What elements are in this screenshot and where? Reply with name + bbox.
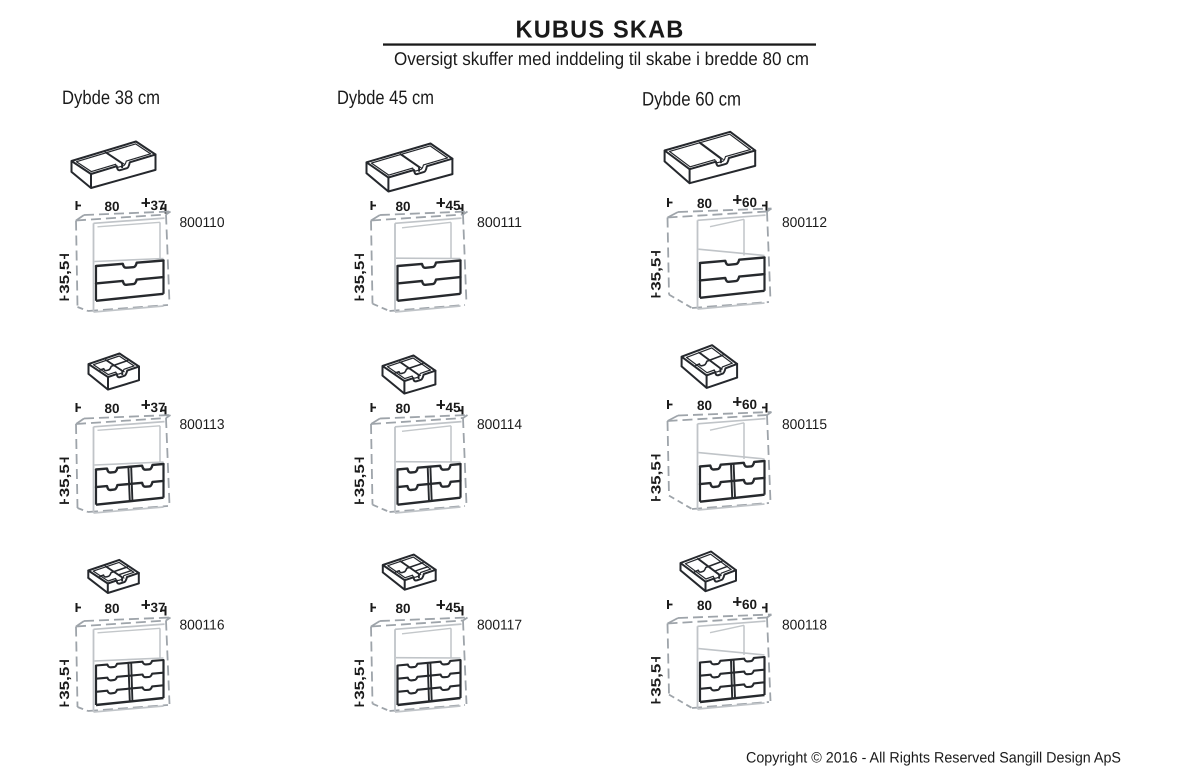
svg-text:35,5: 35,5 <box>352 464 367 498</box>
svg-text:37: 37 <box>151 198 166 213</box>
svg-text:80: 80 <box>697 598 712 613</box>
svg-text:Copyright © 2016 - All Rights: Copyright © 2016 - All Rights Reserved S… <box>746 750 1121 767</box>
svg-text:800118: 800118 <box>782 618 827 634</box>
svg-text:60: 60 <box>742 597 757 612</box>
svg-text:35,5: 35,5 <box>648 257 663 291</box>
svg-text:35,5: 35,5 <box>648 663 663 697</box>
svg-text:Dybde 60 cm: Dybde 60 cm <box>642 89 741 111</box>
svg-text:Dybde 45 cm: Dybde 45 cm <box>337 87 434 109</box>
svg-text:Oversigt skuffer med inddeling: Oversigt skuffer med inddeling til skabe… <box>394 48 809 69</box>
svg-text:800112: 800112 <box>782 215 827 231</box>
svg-text:35,5: 35,5 <box>57 260 72 294</box>
svg-text:60: 60 <box>742 397 757 412</box>
svg-text:800114: 800114 <box>477 417 522 433</box>
svg-text:45: 45 <box>446 198 462 213</box>
svg-text:800113: 800113 <box>180 417 225 433</box>
svg-text:37: 37 <box>151 400 166 415</box>
svg-text:80: 80 <box>395 601 410 616</box>
svg-text:35,5: 35,5 <box>352 666 367 700</box>
svg-text:37: 37 <box>151 600 166 615</box>
svg-text:800116: 800116 <box>180 618 225 634</box>
svg-text:80: 80 <box>395 199 410 214</box>
svg-text:35,5: 35,5 <box>352 260 367 294</box>
svg-text:45: 45 <box>446 400 462 415</box>
svg-text:45: 45 <box>446 600 462 615</box>
svg-text:800115: 800115 <box>782 417 827 433</box>
svg-text:80: 80 <box>395 401 410 416</box>
svg-text:800111: 800111 <box>477 215 522 231</box>
svg-text:35,5: 35,5 <box>57 464 72 498</box>
svg-text:35,5: 35,5 <box>57 666 72 700</box>
svg-text:KUBUS SKAB: KUBUS SKAB <box>516 17 685 44</box>
svg-text:80: 80 <box>104 601 119 616</box>
svg-text:80: 80 <box>104 401 119 416</box>
svg-text:80: 80 <box>104 199 119 214</box>
svg-text:800117: 800117 <box>477 618 522 634</box>
svg-text:80: 80 <box>697 196 712 211</box>
svg-text:60: 60 <box>742 195 757 210</box>
svg-text:80: 80 <box>697 398 712 413</box>
svg-text:800110: 800110 <box>180 215 225 231</box>
svg-text:Dybde 38 cm: Dybde 38 cm <box>62 87 160 109</box>
svg-text:35,5: 35,5 <box>649 461 664 495</box>
